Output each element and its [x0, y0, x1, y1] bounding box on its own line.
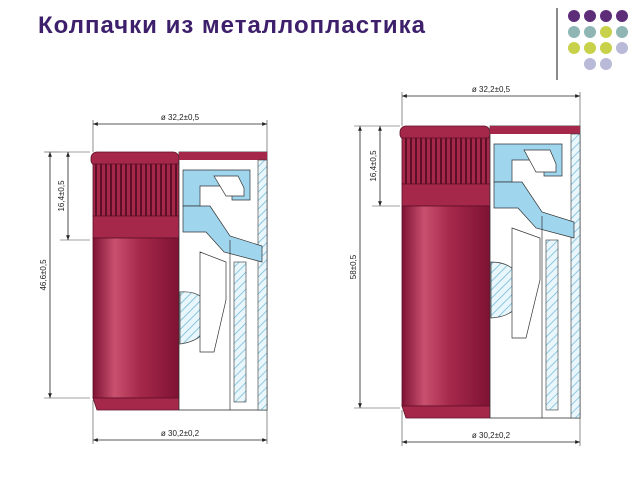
decorative-dot	[568, 26, 580, 38]
title-divider	[556, 8, 558, 80]
left-top-diameter-label: ø 32,2±0,5	[161, 113, 200, 122]
decorative-dot	[568, 10, 580, 22]
decorative-dot	[584, 10, 596, 22]
decorative-dot	[584, 58, 596, 70]
left-cap: ø 32,2±0,5 ø 30,2±0,2 16,4±0,5 46,6±0,5	[39, 113, 268, 444]
decorative-dot-grid	[568, 10, 636, 90]
decorative-dot	[616, 10, 628, 22]
decorative-dot	[584, 42, 596, 54]
page-title: Колпачки из металлопластика	[38, 12, 426, 39]
right-cap: ø 32,2±0,5 ø 30,2±0,2 16,4±0,5 58±0,5	[349, 85, 581, 446]
left-knurl-height-label: 16,4±0,5	[57, 180, 66, 212]
decorative-dot	[600, 10, 612, 22]
right-knurl-height-label: 16,4±0,5	[369, 150, 378, 182]
decorative-dot	[568, 42, 580, 54]
decorative-dot	[584, 26, 596, 38]
left-bottom-diameter-label: ø 30,2±0,2	[161, 429, 200, 438]
decorative-dot	[568, 58, 580, 70]
decorative-dot	[600, 42, 612, 54]
decorative-dot	[600, 26, 612, 38]
decorative-dot	[616, 58, 628, 70]
right-top-diameter-label: ø 32,2±0,5	[472, 85, 511, 94]
decorative-dot	[600, 58, 612, 70]
right-total-height-label: 58±0,5	[349, 254, 358, 279]
right-bottom-diameter-label: ø 30,2±0,2	[472, 431, 511, 440]
decorative-dot	[616, 42, 628, 54]
left-total-height-label: 46,6±0,5	[39, 259, 48, 291]
decorative-dot	[616, 26, 628, 38]
